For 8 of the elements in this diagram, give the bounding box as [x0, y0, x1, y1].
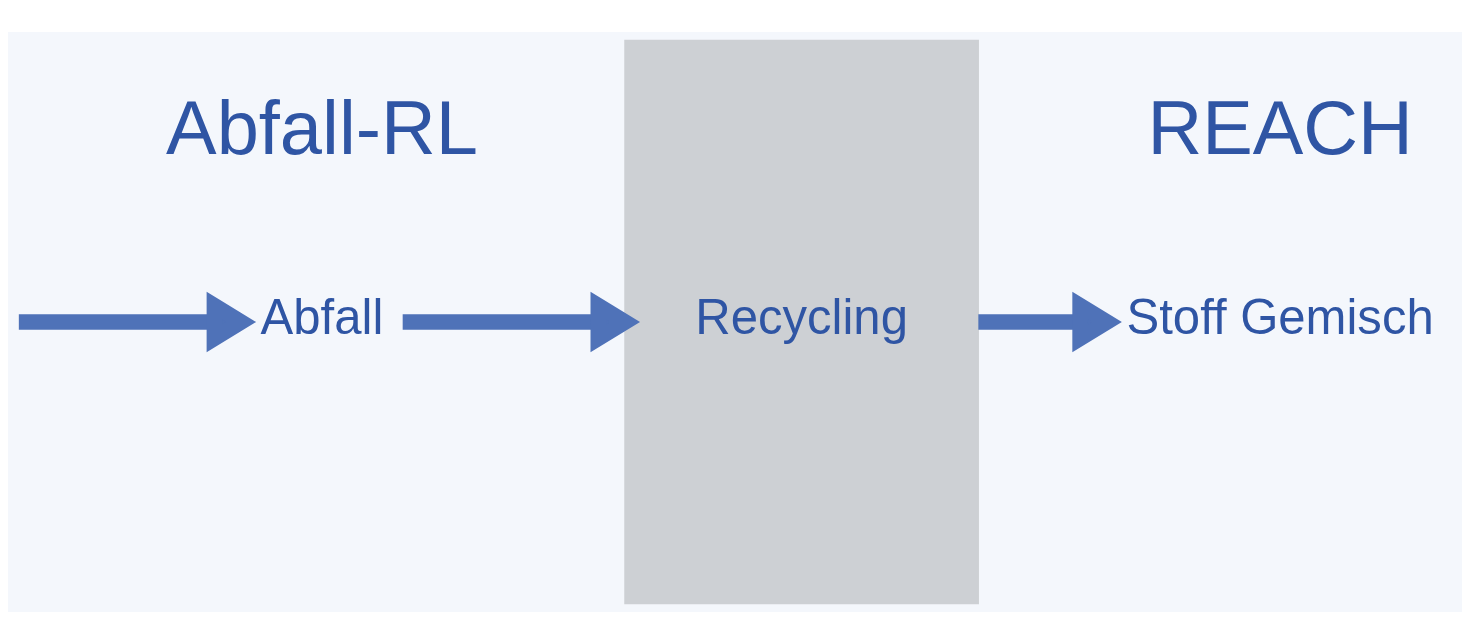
arrow	[18, 291, 257, 353]
node-text: Abfall	[260, 290, 384, 345]
arrow	[978, 291, 1122, 353]
label: Abfall-RL	[166, 85, 478, 171]
label: REACH	[1147, 85, 1413, 171]
arrow	[402, 291, 641, 353]
node-box: Recycling	[624, 39, 979, 605]
node-text: Stoff Gemisch	[1126, 290, 1434, 345]
